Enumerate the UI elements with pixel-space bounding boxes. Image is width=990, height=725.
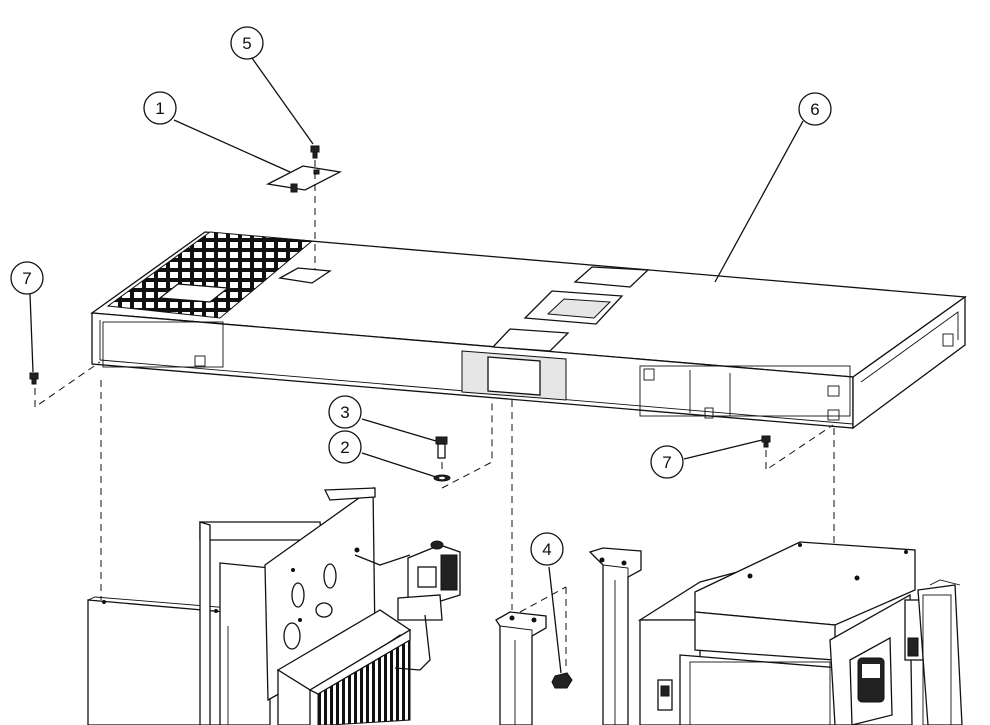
heatsink-module [276, 609, 412, 725]
svg-text:5: 5 [242, 34, 251, 53]
access-cutout-rear [573, 266, 650, 288]
grille-opening [158, 283, 230, 303]
callout-4: 4 [530, 532, 564, 566]
callout-1: 1 [143, 91, 177, 125]
nut-4 [551, 672, 573, 689]
left-side-panel [87, 521, 323, 725]
leader-7-left [29, 293, 34, 373]
leader-4 [548, 566, 562, 674]
svg-text:7: 7 [22, 269, 31, 288]
callout-7-right: 7 [650, 445, 684, 479]
leader-5 [251, 57, 314, 145]
vent-grille [106, 231, 314, 319]
control-enclosure [637, 541, 916, 725]
controller-panel [829, 579, 963, 725]
leader-1 [173, 119, 291, 173]
svg-text:3: 3 [340, 403, 349, 422]
leader-3 [361, 418, 437, 442]
screw-7-right [761, 435, 771, 448]
screw-7-left [29, 372, 39, 385]
relay-block [354, 540, 461, 671]
svg-text:2: 2 [340, 438, 349, 457]
callout-3: 3 [328, 395, 362, 429]
callout-7-left: 7 [10, 261, 44, 295]
svg-text:1: 1 [155, 99, 164, 118]
svg-text:4: 4 [542, 540, 551, 559]
access-cutout-front [491, 328, 570, 352]
upright-post [588, 547, 642, 725]
svg-text:6: 6 [810, 100, 819, 119]
callout-6: 6 [798, 92, 832, 126]
access-cutout-small [278, 267, 332, 284]
callout-2: 2 [328, 430, 362, 464]
svg-text:7: 7 [662, 453, 671, 472]
screw-5 [310, 145, 320, 159]
leader-6 [714, 120, 804, 283]
cover-plate [265, 165, 343, 193]
leader-7-right [683, 439, 763, 460]
bolt-3 [435, 436, 448, 459]
top-cover-panel [90, 231, 967, 430]
leader-2 [361, 452, 437, 478]
mid-bracket [495, 611, 547, 725]
washer-2 [433, 474, 451, 482]
callout-5: 5 [230, 26, 264, 60]
